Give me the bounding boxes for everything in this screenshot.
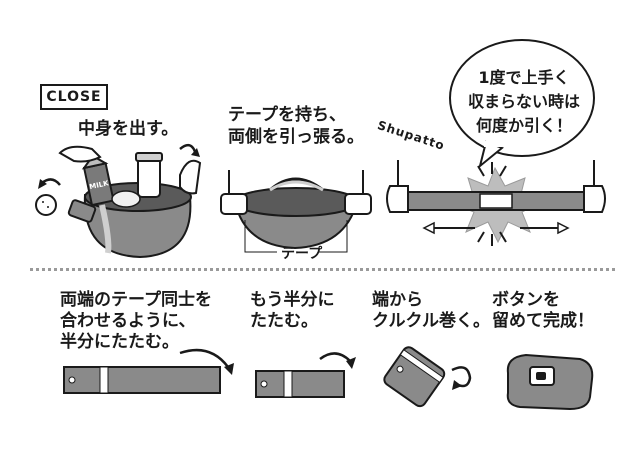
step5-illustration [255, 352, 356, 398]
step4-caption: 両端のテープ同士を 合わせるように、 半分にたたむ。 [60, 290, 212, 352]
step7-illustration [506, 353, 594, 411]
step4-illustration [63, 348, 234, 394]
step7-caption: ボタンを 留めて完成！ [492, 290, 594, 331]
step2-caption: テープを持ち、 両側を引っ張る。 [228, 105, 364, 147]
step1-caption: 中身を出す。 [78, 119, 179, 139]
step1-illustration: MILK [35, 143, 202, 259]
step5-caption: もう半分に たたむ。 [250, 290, 335, 331]
step6-caption: 端から クルクル巻く。 [372, 290, 490, 331]
step3-illustration [386, 160, 606, 246]
tape-label: テープ [281, 246, 323, 262]
step6-illustration [383, 346, 472, 408]
step3-caption: 1度で上手く 収まらない時は 何度か引く！ [467, 68, 580, 135]
step2-illustration [220, 170, 372, 253]
milk-label: MILK [89, 179, 110, 191]
brand-text: Shupatto [375, 118, 447, 153]
speech-bubble [449, 39, 595, 169]
section-divider [30, 268, 615, 271]
close-label: CLOSE [40, 84, 108, 110]
